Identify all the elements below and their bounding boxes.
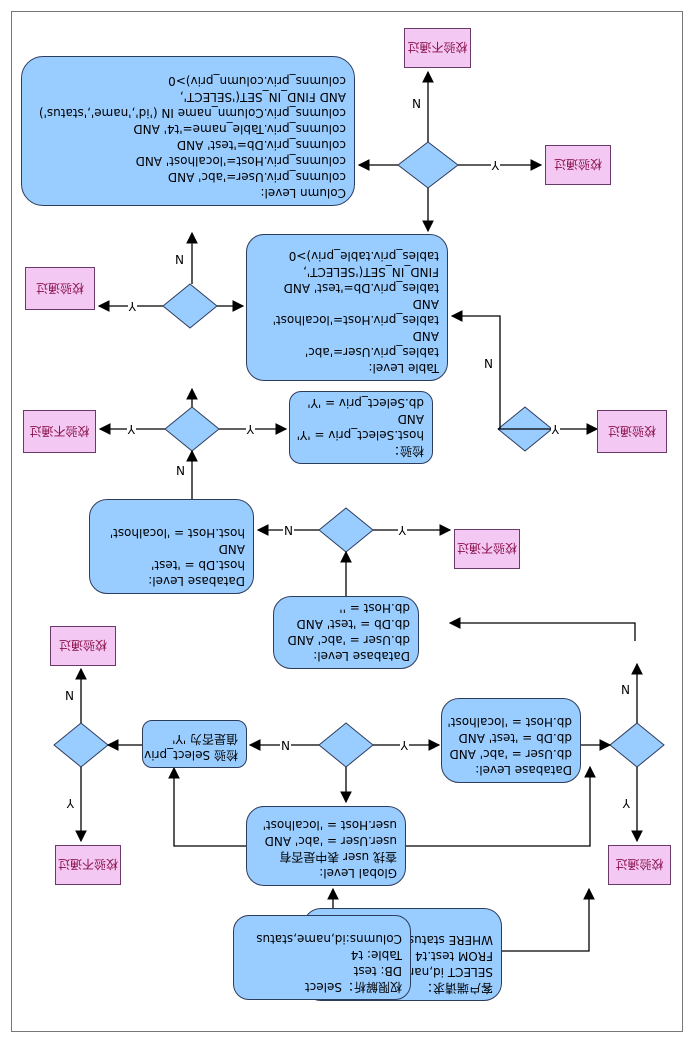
db-level-2-line: db.Host = '' [339, 601, 410, 615]
table-level-line: tables_priv.Db='test' AND [283, 281, 439, 295]
check-select-line: 检验 Select_priv [144, 748, 238, 762]
result-pass-2: 校验通过 [50, 626, 116, 666]
host-db-line: AND [218, 542, 245, 556]
global-level-box: Global Level: 查找 user 表中是否有 user.User = … [246, 806, 406, 886]
verify-line: AND [397, 412, 424, 426]
connector-arrow [448, 617, 636, 641]
verify-line: db.Select_priv = 'Y' [307, 396, 424, 410]
privilege-parse-line: Columns:id,name,status [256, 932, 402, 946]
check-select-priv-box: 检验 Select_priv 值是否为 'Y' [142, 720, 247, 768]
connector-arrow [450, 310, 501, 429]
result-fail-3: 校验不通过 [23, 410, 96, 453]
result-pass-5: 校验通过 [545, 145, 611, 185]
result-fail-1: 校验不通过 [55, 845, 121, 885]
branch-label-no: N [483, 356, 494, 370]
branch-label-no: N [175, 463, 186, 477]
branch-label-no: N [174, 252, 185, 266]
decision-diamond [609, 722, 665, 768]
privilege-parse-line: Table: t4 [350, 948, 402, 962]
table-level-line: Table Level: [368, 361, 439, 375]
table-level-line: AND [412, 297, 439, 311]
db-level-1-line: db.User = 'abc' AND [449, 747, 573, 761]
verify-select-priv-box: 检验： host.Select_priv = 'Y' AND db.Select… [289, 391, 433, 464]
privilege-parse-line: DB: test [353, 964, 402, 978]
result-fail-4: 校验不通过 [404, 28, 471, 68]
connector-arrow [406, 765, 596, 847]
branch-label-no: N [280, 738, 291, 752]
table-level-line: tables_priv.User='abc' [304, 345, 439, 359]
column-level-line: Column Level: [260, 186, 347, 200]
column-level-line: columns_priv.Table_name='t4' AND [133, 122, 346, 136]
branch-label-no: N [64, 688, 75, 702]
branch-label-yes: Y [397, 523, 407, 537]
table-level-box: Table Level: tables_priv.User='abc' AND … [246, 234, 448, 381]
column-level-box: Column Level: columns_priv.User='abc' AN… [21, 56, 355, 206]
branch-label-yes: Y [65, 796, 75, 810]
db-level-2-line: Database Level: [313, 649, 410, 663]
decision-diamond [53, 722, 109, 768]
decision-diamond [162, 283, 218, 329]
db-level-box-1: Database Level: db.User = 'abc' AND db.D… [441, 698, 581, 783]
branch-label-no: N [620, 682, 631, 696]
branch-label-yes: Y [245, 422, 255, 436]
branch-label-yes: Y [550, 422, 560, 436]
decision-diamond [164, 406, 220, 452]
column-level-line: columns_priv.column_priv)>0 [168, 74, 346, 88]
result-pass-4: 校验通过 [25, 267, 95, 310]
column-level-line: columns_priv.Db='test' AND [176, 138, 346, 152]
decision-diamond [318, 722, 374, 768]
table-level-line: FIND_IN_SET('SELECT', [303, 265, 439, 279]
column-level-line: columns_priv.Column_name IN ('id','name'… [38, 106, 346, 120]
global-level-line: 查找 user 表中是否有 [279, 850, 397, 864]
branch-label-yes: Y [127, 299, 137, 313]
host-db-level-box: Database Level: host.Db = 'test' AND hos… [89, 499, 254, 594]
global-level-line: user.User = 'abc' AND [264, 834, 397, 848]
connector-arrow [502, 887, 595, 952]
column-level-line: columns_priv.User='abc' AND [167, 170, 346, 184]
db-level-2-line: db.Db = 'test' AND [296, 617, 410, 631]
branch-label-no: N [283, 523, 294, 537]
connector-arrow [168, 766, 246, 847]
db-level-1-line: Database Level: [475, 763, 572, 777]
host-db-line: host.Host = 'localhost' [109, 526, 245, 540]
check-select-line: 值是否为 'Y' [172, 732, 238, 746]
decision-diamond [318, 507, 374, 553]
global-level-line: user.Host = 'localhost' [262, 818, 397, 832]
branch-label-yes: Y [399, 738, 409, 752]
branch-label-yes: Y [490, 158, 500, 172]
decision-diamond [397, 141, 459, 189]
global-level-line: Global Level: [319, 866, 397, 880]
db-level-2-line: db.User = 'abc' AND [287, 633, 411, 647]
db-level-1-line: db.Host = 'localhost' [447, 715, 572, 729]
table-level-line: AND [412, 329, 439, 343]
privilege-parse-box: 权限解析：Select DB: test Table: t4 Columns:i… [233, 915, 411, 1000]
table-level-line: tables_priv.Host='localhost' [272, 313, 439, 327]
branch-label-yes: Y [621, 796, 631, 810]
branch-label-no: N [411, 96, 422, 110]
db-level-1-line: db.Db = 'test' AND [458, 731, 572, 745]
branch-label-yes: Y [126, 422, 136, 436]
host-db-line: host.Db = 'test' [151, 558, 245, 572]
privilege-parse-line: 权限解析：Select [304, 980, 402, 994]
column-level-line: columns_priv.Host='localhost' AND [135, 154, 346, 168]
table-level-line: tables_priv.table_priv)>0 [288, 249, 439, 263]
host-db-line: Database Level: [148, 574, 245, 588]
result-pass-3: 校验通过 [597, 410, 667, 453]
verify-line: host.Select_priv = 'Y' [296, 428, 424, 442]
result-pass-1: 校验通过 [608, 845, 671, 885]
verify-line: 检验： [387, 444, 424, 458]
column-level-line: AND FIND_IN_SET('SELECT', [179, 90, 346, 104]
db-level-box-2: Database Level: db.User = 'abc' AND db.D… [273, 596, 419, 669]
result-fail-2: 校验不通过 [454, 529, 520, 569]
